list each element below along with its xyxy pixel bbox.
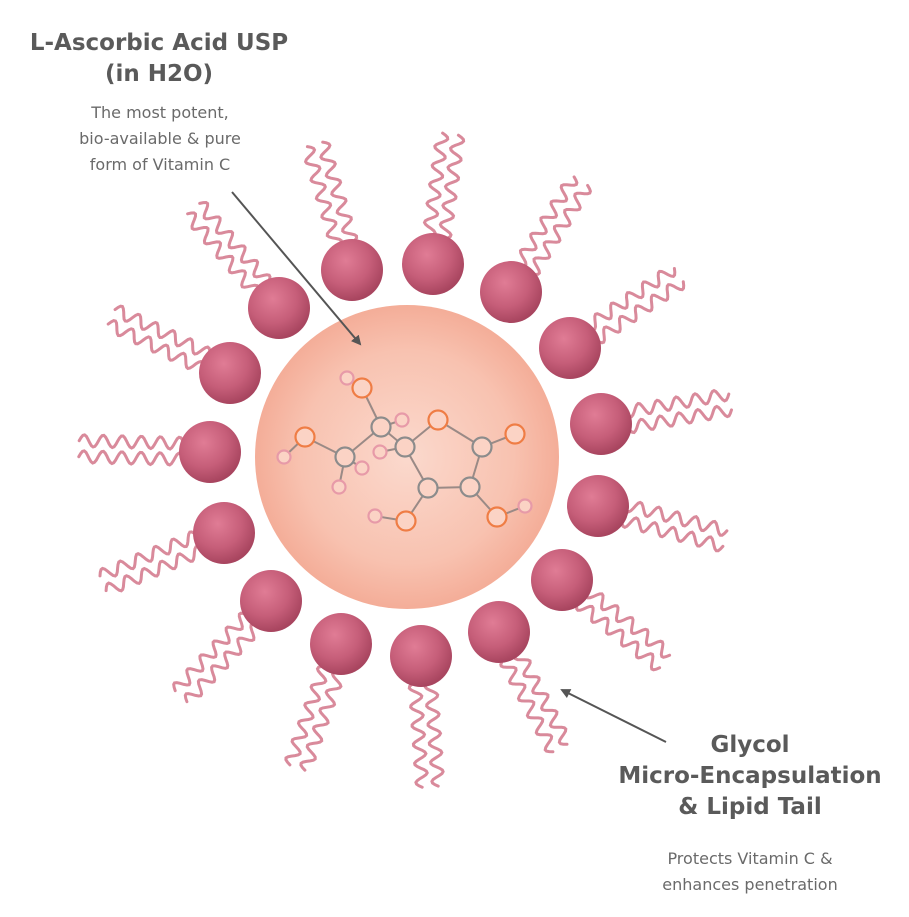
lipid-tail	[575, 600, 662, 672]
lipid-tail	[319, 140, 359, 245]
oxygen-atom	[395, 510, 417, 532]
lipid-tail	[407, 681, 429, 789]
carbon-atom	[370, 416, 392, 438]
carbon-atom	[459, 476, 481, 498]
glycol-head	[193, 502, 255, 564]
lipid-tail	[623, 500, 729, 537]
glycol-head	[179, 421, 241, 483]
lipid-tail	[98, 530, 199, 578]
glycol-head	[390, 625, 452, 687]
lipid-tail	[104, 545, 205, 593]
glycol-pointer-arrow	[560, 689, 667, 743]
hydrogen-atom	[339, 370, 355, 386]
oxygen-atom	[486, 506, 508, 528]
lipid-tail	[516, 175, 579, 268]
glycol-desc-line: Protects Vitamin C &	[667, 849, 833, 868]
glycol-title-line: Micro-Encapsulation	[618, 763, 882, 789]
lipid-tail	[530, 183, 592, 277]
glycol-heads	[179, 233, 632, 687]
hydrogen-atom	[367, 508, 383, 524]
lipid-tail	[77, 449, 186, 467]
acid-desc-line: The most potent,	[91, 103, 229, 122]
glycol-head	[570, 393, 632, 455]
lipid-tail	[594, 280, 686, 345]
carbon-atom	[334, 446, 356, 468]
acid-desc-line: bio-available & pure	[79, 129, 241, 148]
lipid-tail	[172, 611, 249, 693]
glycol-head	[480, 261, 542, 323]
lipid-tails	[77, 131, 733, 789]
lipid-tail	[438, 133, 466, 241]
lipid-tail	[77, 433, 186, 451]
glycol-head	[199, 342, 261, 404]
lipid-tail	[113, 304, 212, 357]
glycol-title: Glycol Micro-Encapsulation & Lipid Tail	[600, 730, 900, 823]
hydrogen-atom	[394, 412, 410, 428]
glycol-head	[321, 239, 383, 301]
lipid-tail	[303, 145, 343, 249]
oxygen-atom	[504, 423, 526, 445]
glycol-head	[567, 475, 629, 537]
glycol-description: Protects Vitamin C & enhances penetratio…	[630, 846, 870, 898]
carbon-atom	[417, 477, 439, 499]
glycol-head	[539, 317, 601, 379]
lipid-tail	[198, 200, 272, 285]
lipid-tail	[585, 267, 677, 332]
hydrogen-atom	[354, 460, 370, 476]
acid-description: The most potent, bio-available & pure fo…	[40, 100, 280, 178]
lipid-tail	[422, 131, 450, 239]
glycol-head	[531, 549, 593, 611]
hydrogen-atom	[276, 449, 292, 465]
acid-pointer-arrow	[231, 191, 362, 346]
lipid-tail	[619, 516, 725, 553]
glycol-head	[402, 233, 464, 295]
hydrogen-atom	[517, 498, 533, 514]
lipid-tail	[499, 657, 555, 754]
hydrogen-atom	[372, 444, 388, 460]
glycol-head	[240, 570, 302, 632]
ascorbic-acid-molecule	[276, 370, 533, 532]
oxygen-atom	[294, 426, 316, 448]
glycol-head	[468, 601, 530, 663]
hydrogen-atom	[331, 479, 347, 495]
carbon-atom	[471, 436, 493, 458]
lipid-tail	[186, 211, 260, 295]
lipid-tail	[423, 679, 445, 788]
lipid-tail	[626, 404, 733, 435]
glycol-head	[310, 613, 372, 675]
acid-title-line: (in H2O)	[104, 61, 214, 87]
lipid-tail	[513, 649, 569, 746]
lipid-tail	[106, 319, 205, 371]
lipid-tail	[299, 669, 343, 772]
acid-title-line: L-Ascorbic Acid USP	[29, 30, 289, 56]
lipid-tail	[183, 622, 261, 704]
acid-title: L-Ascorbic Acid USP (in H2O)	[18, 28, 300, 90]
acid-desc-line: form of Vitamin C	[89, 155, 231, 174]
glycol-title-line: Glycol	[710, 732, 790, 758]
glycol-title-line: & Lipid Tail	[678, 794, 822, 820]
lipid-tail	[585, 588, 672, 659]
glycol-head	[248, 277, 310, 339]
carbon-atom	[394, 436, 416, 458]
glycol-desc-line: enhances penetration	[662, 875, 838, 894]
oxygen-atom	[427, 409, 449, 431]
lipid-tail	[284, 664, 328, 767]
oxygen-atom	[351, 377, 373, 399]
lipid-tail	[623, 388, 731, 419]
